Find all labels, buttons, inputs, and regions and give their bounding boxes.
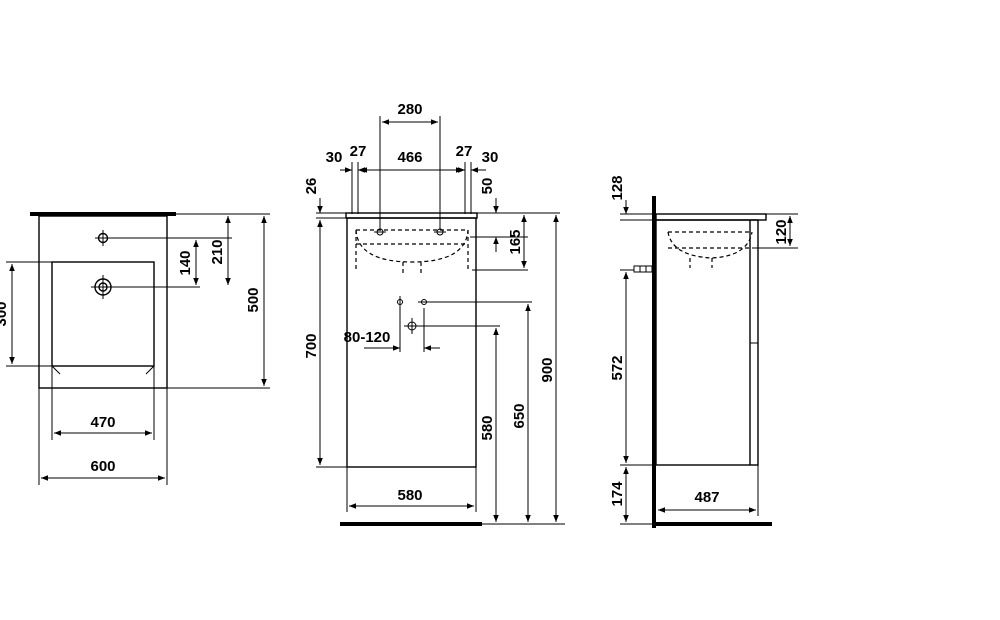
dim-label-128: 128 bbox=[609, 175, 626, 200]
dim-label-120: 120 bbox=[773, 219, 790, 244]
water-connection-icon bbox=[397, 296, 403, 308]
dim-label-580-height: 580 bbox=[479, 415, 496, 440]
dim-label-50: 50 bbox=[479, 178, 496, 195]
basin-hidden-line bbox=[355, 229, 469, 263]
dim-label-600: 600 bbox=[90, 458, 115, 475]
dim-label-700: 700 bbox=[303, 333, 320, 358]
bowl-corner bbox=[145, 365, 155, 375]
basin-top bbox=[345, 212, 478, 219]
dim-label-572: 572 bbox=[609, 355, 626, 380]
cabinet-front bbox=[346, 217, 477, 468]
waste-outlet-icon bbox=[404, 318, 420, 334]
dim-label-210: 210 bbox=[209, 239, 226, 264]
top-view: 470 600 140 210 500 300 bbox=[0, 212, 270, 485]
dim-label-165: 165 bbox=[507, 229, 524, 254]
dim-label-26: 26 bbox=[303, 178, 320, 195]
dim-label-466: 466 bbox=[397, 149, 422, 166]
dim-label-650: 650 bbox=[511, 403, 528, 428]
cabinet-side bbox=[655, 219, 759, 466]
dim-label-280: 280 bbox=[397, 101, 422, 118]
dim-label-900: 900 bbox=[539, 357, 556, 382]
dim-label-30-left: 30 bbox=[326, 149, 343, 166]
dim-label-487: 487 bbox=[694, 489, 719, 506]
dim-label-174: 174 bbox=[609, 481, 626, 507]
tap-hole-icon bbox=[95, 230, 111, 246]
drain-icon bbox=[91, 275, 115, 299]
bowl-corner bbox=[51, 365, 61, 375]
dim-label-500: 500 bbox=[245, 287, 262, 312]
water-connection-icon bbox=[418, 299, 430, 305]
dim-label-80-120: 80-120 bbox=[344, 329, 391, 346]
dim-label-580-width: 580 bbox=[397, 487, 422, 504]
basin-top bbox=[655, 213, 767, 221]
dim-label-470: 470 bbox=[90, 414, 115, 431]
dim-label-30-right: 30 bbox=[482, 149, 499, 166]
dim-label-140: 140 bbox=[177, 250, 194, 275]
side-view: 128 572 174 120 487 bbox=[609, 175, 798, 528]
dim-label-300: 300 bbox=[0, 301, 10, 326]
basin-bowl bbox=[51, 261, 155, 367]
siphon-icon bbox=[633, 265, 653, 273]
basin-outline bbox=[38, 215, 168, 389]
front-view: 280 30 27 466 27 30 26 700 80-120 bbox=[303, 101, 565, 526]
dim-label-27-left: 27 bbox=[350, 143, 367, 160]
dim-label-27-right: 27 bbox=[456, 143, 473, 160]
basin-hidden-line bbox=[667, 231, 753, 259]
